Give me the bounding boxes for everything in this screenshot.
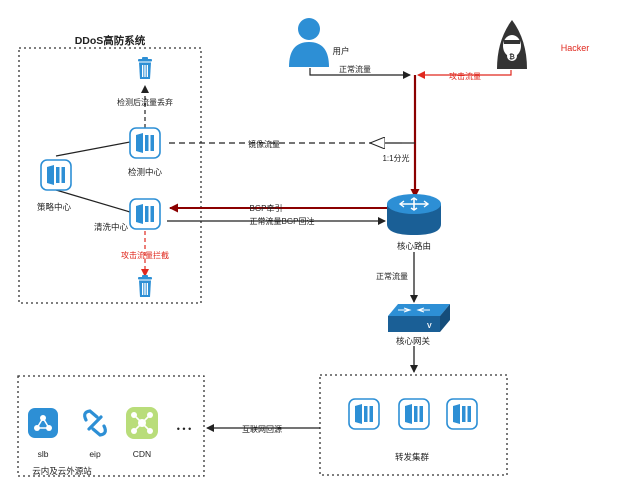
origin-group-label: 云内及云外源站	[32, 466, 92, 476]
edge-user-normal-label: 正常流量	[339, 64, 371, 74]
core-router-label: 核心路由	[397, 241, 431, 251]
forward-server-1-icon	[348, 398, 380, 430]
edge-strategy-clean	[55, 189, 131, 213]
clean-center-icon	[129, 198, 161, 230]
core-router-icon	[387, 194, 441, 235]
detect-center-icon	[129, 127, 161, 159]
origin-more-ellipsis: • • •	[177, 424, 191, 434]
forward-cluster-group: 转发集群	[319, 374, 508, 476]
split-ratio-label: 1:1分光	[382, 153, 409, 163]
hacker-icon: ₿	[497, 20, 527, 69]
edge-drop-after-detect-label: 检测后流量丢弃	[117, 97, 173, 107]
user-label: 用户	[332, 46, 349, 56]
edge-internet-back-label: 互联网回源	[242, 425, 282, 434]
forward-server-3-icon	[446, 398, 478, 430]
edge-attack-intercept-label: 攻击流量拦截	[121, 250, 169, 260]
hacker-label: Hacker	[561, 43, 590, 53]
hacker-node: ₿ Hacker	[497, 20, 589, 69]
strategy-center-icon	[40, 159, 72, 191]
strategy-center-node: 策略中心	[37, 159, 72, 212]
forward-server-2-icon	[398, 398, 430, 430]
cdn-icon	[126, 407, 158, 439]
user-icon	[289, 18, 329, 67]
strategy-center-label: 策略中心	[37, 202, 72, 212]
ddos-system-title: DDoS高防系统	[75, 34, 146, 47]
clean-center-node: 清洗中心	[94, 198, 161, 232]
edge-strategy-detect	[55, 141, 131, 157]
forward-cluster-label: 转发集群	[395, 452, 430, 462]
edge-bgp-pull-label: BGP牵引	[250, 203, 283, 213]
core-gateway-node: V 核心网关	[388, 304, 450, 346]
detect-center-label: 检测中心	[128, 167, 163, 177]
edge-router-gateway-label: 正常流量	[376, 271, 408, 281]
cdn-label: CDN	[133, 449, 151, 459]
edge-mirror-label: 镜像流量	[248, 139, 280, 149]
trash-intercept-icon	[138, 275, 152, 297]
svg-text:₿: ₿	[509, 53, 515, 61]
core-gateway-label: 核心网关	[396, 336, 431, 346]
origin-group: slb eip CDN • • • 云内及云外源站	[17, 375, 205, 477]
slb-label: slb	[38, 449, 49, 459]
eip-label: eip	[89, 449, 101, 459]
core-gateway-icon: V	[388, 304, 450, 332]
eip-icon	[83, 409, 107, 437]
svg-text:V: V	[427, 323, 432, 330]
clean-center-label: 清洗中心	[94, 222, 129, 232]
edge-attack	[417, 70, 512, 79]
slb-icon	[28, 408, 58, 438]
edge-attack-label: 攻击流量	[449, 71, 481, 81]
user-node: 用户	[289, 18, 350, 67]
ddos-system-group: DDoS高防系统	[18, 34, 202, 304]
trash-drop-icon	[138, 57, 152, 79]
edge-user-normal	[309, 68, 411, 79]
detect-center-node: 检测中心	[128, 127, 163, 177]
core-router-node: 核心路由	[387, 194, 441, 251]
edge-bgp-reinject-label: 正常流量BGP回注	[250, 216, 315, 226]
